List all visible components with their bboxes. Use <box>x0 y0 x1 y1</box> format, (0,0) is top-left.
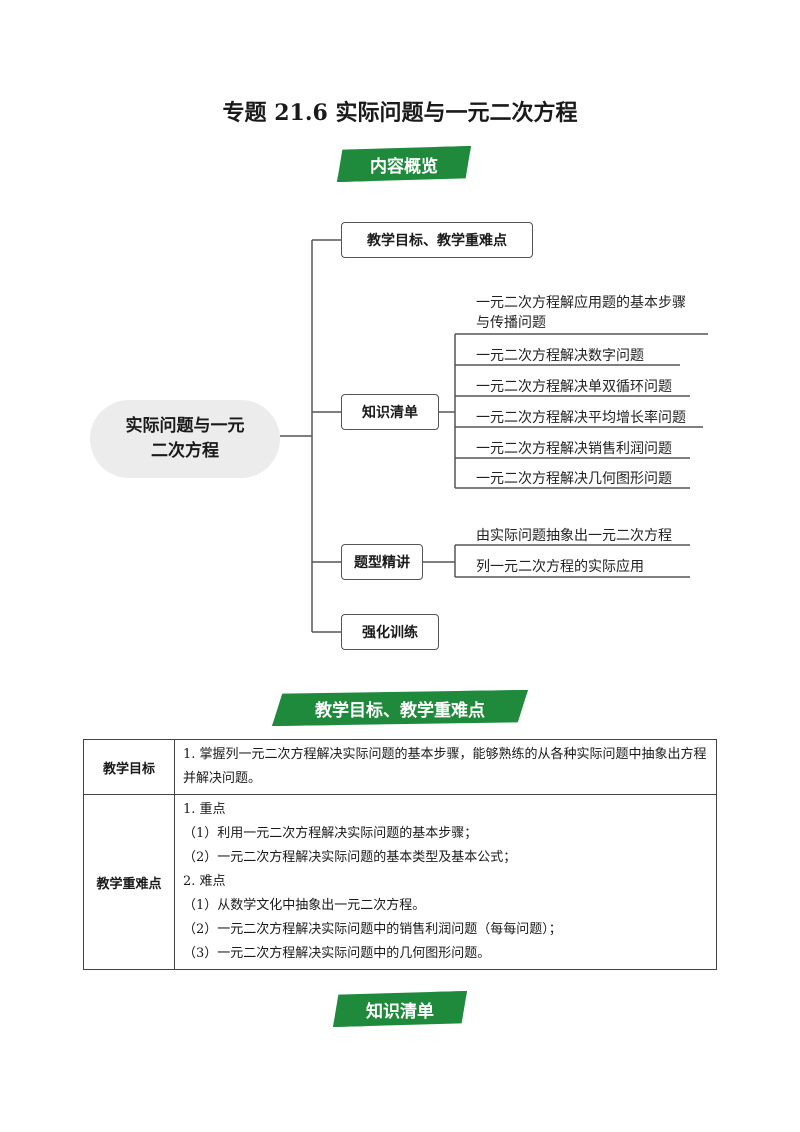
node-question-types-label: 题型精讲 <box>354 555 410 571</box>
knowledge-item-5: 一元二次方程解决销售利润问题 <box>476 441 672 457</box>
key-points-line: （1）从数学文化中抽象出一元二次方程。 <box>183 898 426 913</box>
banner-checklist-label: 知识清单 <box>366 1001 434 1022</box>
key-points-line: （1）利用一元二次方程解决实际问题的基本步骤； <box>183 826 478 841</box>
node-objectives-label: 教学目标、教学重难点 <box>367 233 507 249</box>
mind-map-connectors <box>280 239 708 633</box>
knowledge-item-3: 一元二次方程解决单双循环问题 <box>476 379 672 395</box>
banner-objectives-label: 教学目标、教学重难点 <box>315 700 485 721</box>
node-training: 强化训练 <box>341 614 439 650</box>
key-points-line: （2）一元二次方程解决实际问题的基本类型及基本公式； <box>183 850 517 865</box>
mind-map-root-label: 实际问题与一元二次方程 <box>125 416 245 461</box>
banner-objectives: 教学目标、教学重难点 <box>272 690 528 726</box>
mind-map: 实际问题与一元二次方程 教学目标、教学重难点 知识清单 题型精讲 强化训练 一元… <box>0 200 800 670</box>
knowledge-item-1-line1: 一元二次方程解应用题的基本步骤 <box>476 295 686 311</box>
node-question-types: 题型精讲 <box>341 544 423 580</box>
node-training-label: 强化训练 <box>362 625 418 641</box>
question-item-1: 由实际问题抽象出一元二次方程 <box>476 528 672 544</box>
key-points-line: （2）一元二次方程解决实际问题中的销售利润问题（每每问题）； <box>183 922 562 937</box>
knowledge-item-1: 一元二次方程解应用题的基本步骤 与传播问题 <box>476 293 716 333</box>
knowledge-item-2: 一元二次方程解决数字问题 <box>476 348 644 364</box>
table-row: 教学重难点 1. 重点 （1）利用一元二次方程解决实际问题的基本步骤； （2）一… <box>83 794 717 970</box>
key-points-line: 1. 重点 <box>183 802 226 817</box>
objectives-head: 教学目标 <box>83 739 175 795</box>
key-points-head: 教学重难点 <box>83 794 175 970</box>
mind-map-root: 实际问题与一元二次方程 <box>90 400 280 478</box>
knowledge-item-1-line2: 与传播问题 <box>476 315 546 331</box>
key-points-content: 1. 重点 （1）利用一元二次方程解决实际问题的基本步骤； （2）一元二次方程解… <box>174 794 717 970</box>
banner-checklist: 知识清单 <box>333 991 467 1027</box>
key-points-line: 2. 难点 <box>183 874 226 889</box>
node-objectives: 教学目标、教学重难点 <box>341 222 533 258</box>
node-knowledge-checklist: 知识清单 <box>341 394 439 430</box>
banner-overview: 内容概览 <box>337 146 471 182</box>
node-knowledge-checklist-label: 知识清单 <box>362 405 418 421</box>
knowledge-item-4: 一元二次方程解决平均增长率问题 <box>476 410 686 426</box>
table-row: 教学目标 1. 掌握列一元二次方程解决实际问题的基本步骤，能够熟练的从各种实际问… <box>83 739 717 795</box>
page-title: 专题 21.6 实际问题与一元二次方程 <box>222 100 578 126</box>
key-points-line: （3）一元二次方程解决实际问题中的几何图形问题。 <box>183 946 491 961</box>
question-item-2: 列一元二次方程的实际应用 <box>476 559 644 575</box>
knowledge-item-6: 一元二次方程解决几何图形问题 <box>476 471 672 487</box>
objectives-table: 教学目标 1. 掌握列一元二次方程解决实际问题的基本步骤，能够熟练的从各种实际问… <box>83 739 717 970</box>
objectives-content: 1. 掌握列一元二次方程解决实际问题的基本步骤，能够熟练的从各种实际问题中抽象出… <box>174 739 717 795</box>
banner-overview-label: 内容概览 <box>370 156 438 177</box>
